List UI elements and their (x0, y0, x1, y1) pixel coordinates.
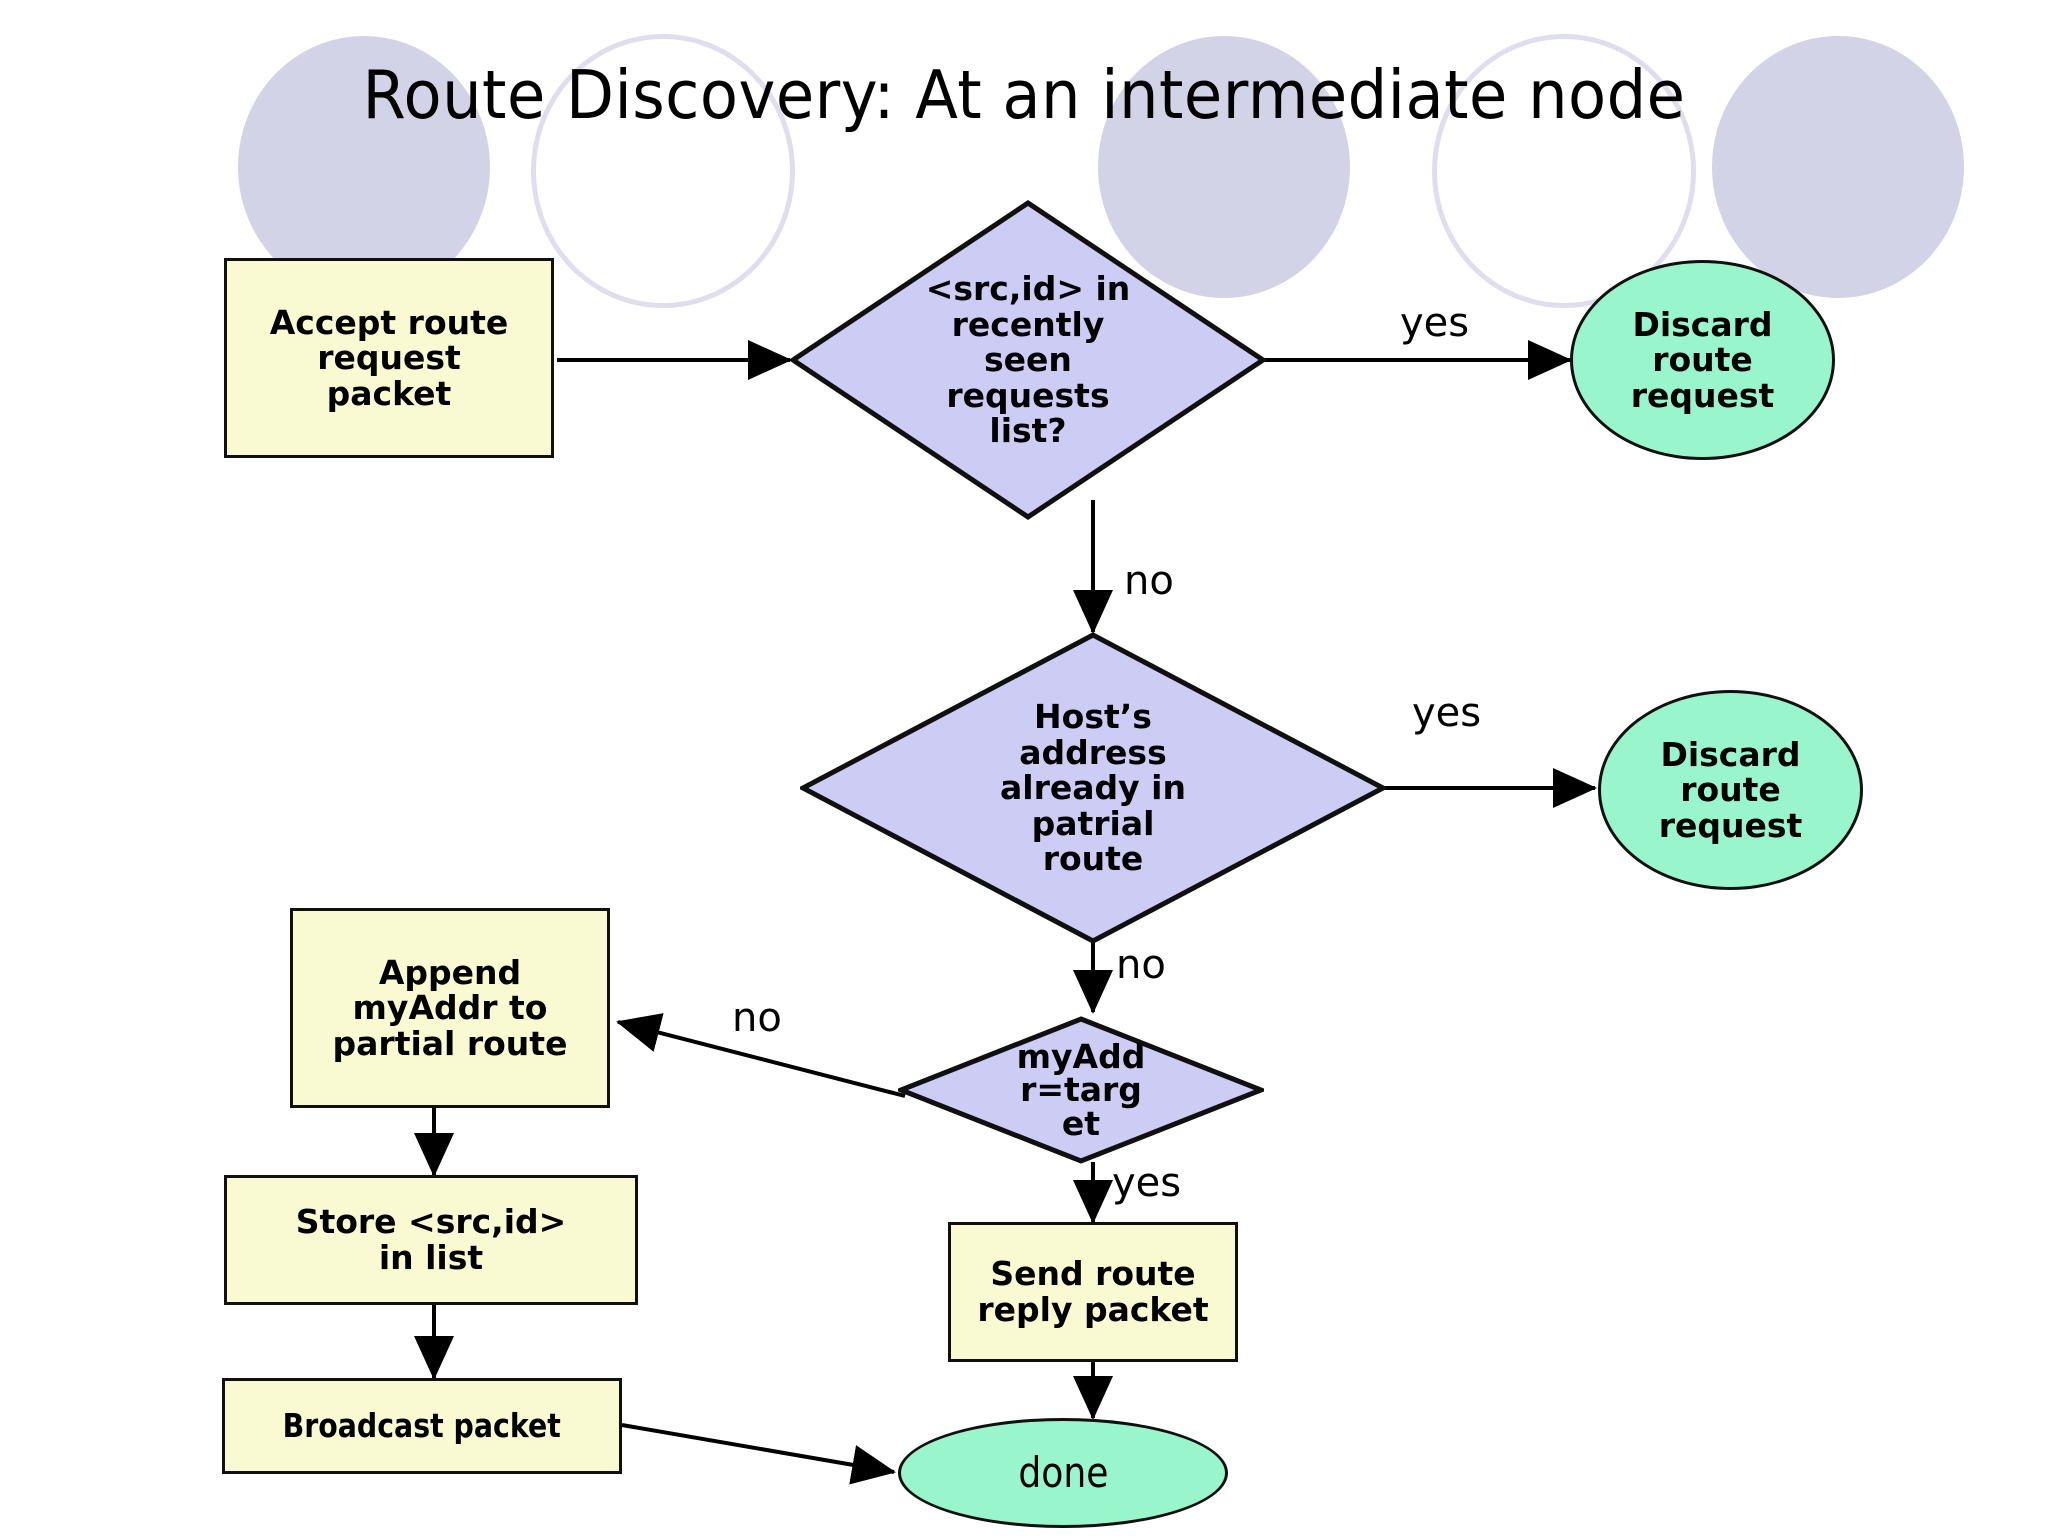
node-host-address-check[interactable]: Host’s address already in patrial route (800, 632, 1386, 944)
node-accept-route-request[interactable]: Accept route request packet (224, 258, 554, 458)
diamond-shape (898, 1016, 1264, 1164)
node-send-route-reply[interactable]: Send route reply packet (948, 1222, 1238, 1362)
node-store-src-id[interactable]: Store <src,id> in list (224, 1175, 638, 1305)
edge-label-target-yes: yes (1112, 1160, 1182, 1206)
edge-label-addr-yes: yes (1412, 690, 1482, 736)
diamond-shape (800, 632, 1386, 944)
node-discard-route-request-2[interactable]: Discard route request (1598, 690, 1863, 890)
node-myaddr-target-check[interactable]: myAdd r=targ et (898, 1016, 1264, 1164)
edge-label-seen-yes: yes (1400, 300, 1470, 346)
page-title: Route Discovery: At an intermediate node (362, 56, 1686, 134)
node-append-myaddr[interactable]: Append myAddr to partial route (290, 908, 610, 1108)
node-label: Discard route request (1658, 734, 1803, 845)
node-label: <src,id> in recently seen requests list? (925, 268, 1131, 451)
node-label: Broadcast packet (282, 1406, 562, 1446)
node-discard-route-request-1[interactable]: Discard route request (1570, 260, 1835, 460)
node-label: Accept route request packet (269, 302, 509, 413)
node-label: Discard route request (1630, 304, 1775, 415)
node-label: Append myAddr to partial route (332, 952, 568, 1063)
edge-label-target-no: no (732, 995, 782, 1041)
node-label: Send route reply packet (977, 1254, 1209, 1329)
diamond-shape (790, 200, 1266, 520)
edge-label-addr-no: no (1116, 942, 1166, 988)
node-seen-requests-check[interactable]: <src,id> in recently seen requests list? (790, 200, 1266, 520)
edge-label-seen-no: no (1124, 558, 1174, 604)
node-label: Store <src,id> in list (295, 1202, 567, 1277)
node-label: done (1017, 1448, 1109, 1498)
node-label: myAdd r=targ et (1016, 1036, 1146, 1143)
node-broadcast-packet[interactable]: Broadcast packet (222, 1378, 622, 1474)
node-done[interactable]: done (898, 1418, 1228, 1528)
node-label: Host’s address already in patrial route (1000, 696, 1186, 879)
